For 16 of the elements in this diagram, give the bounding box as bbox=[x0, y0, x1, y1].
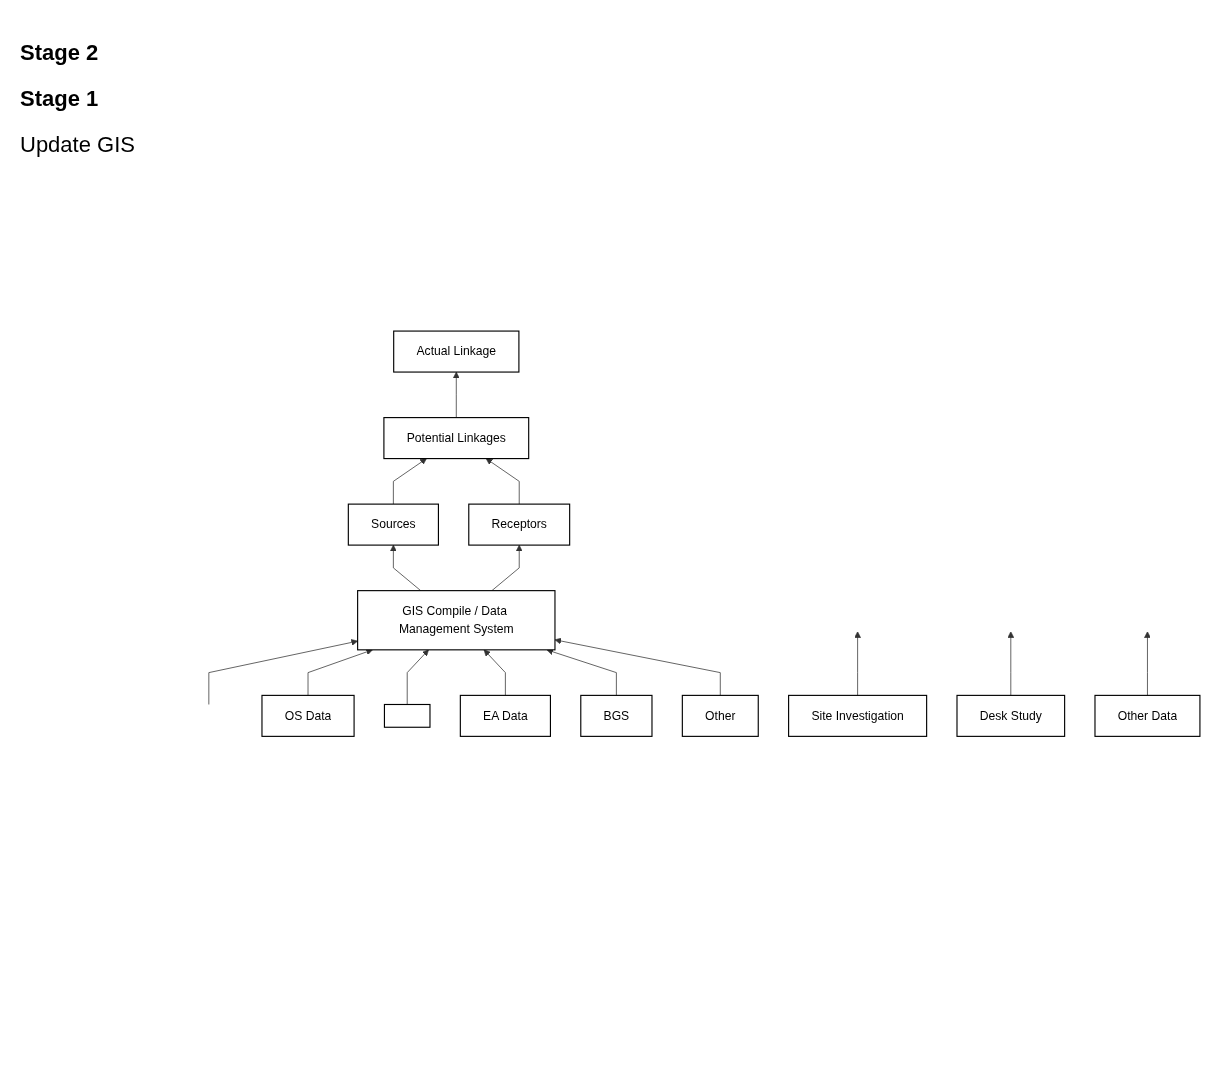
note-label: Update GIS bbox=[20, 132, 136, 158]
node-box: Actual Linkage bbox=[393, 330, 520, 373]
note-label: Stage 1 bbox=[20, 86, 100, 112]
node-box: Other bbox=[681, 694, 759, 737]
note-label: Stage 2 bbox=[20, 40, 100, 66]
node-box: Potential Linkages bbox=[383, 416, 530, 459]
node-box: Desk Study bbox=[956, 694, 1066, 737]
node-box bbox=[383, 703, 431, 728]
node-box: Other Data bbox=[1094, 694, 1201, 737]
node-box: Receptors bbox=[468, 503, 571, 546]
node-box: BGS bbox=[580, 694, 653, 737]
node-box: Site Investigation bbox=[788, 694, 928, 737]
node-box: Sources bbox=[347, 503, 439, 546]
node-box: OS Data bbox=[261, 694, 355, 737]
node-box: GIS Compile / Data Management System bbox=[357, 589, 556, 651]
node-box: EA Data bbox=[459, 694, 551, 737]
